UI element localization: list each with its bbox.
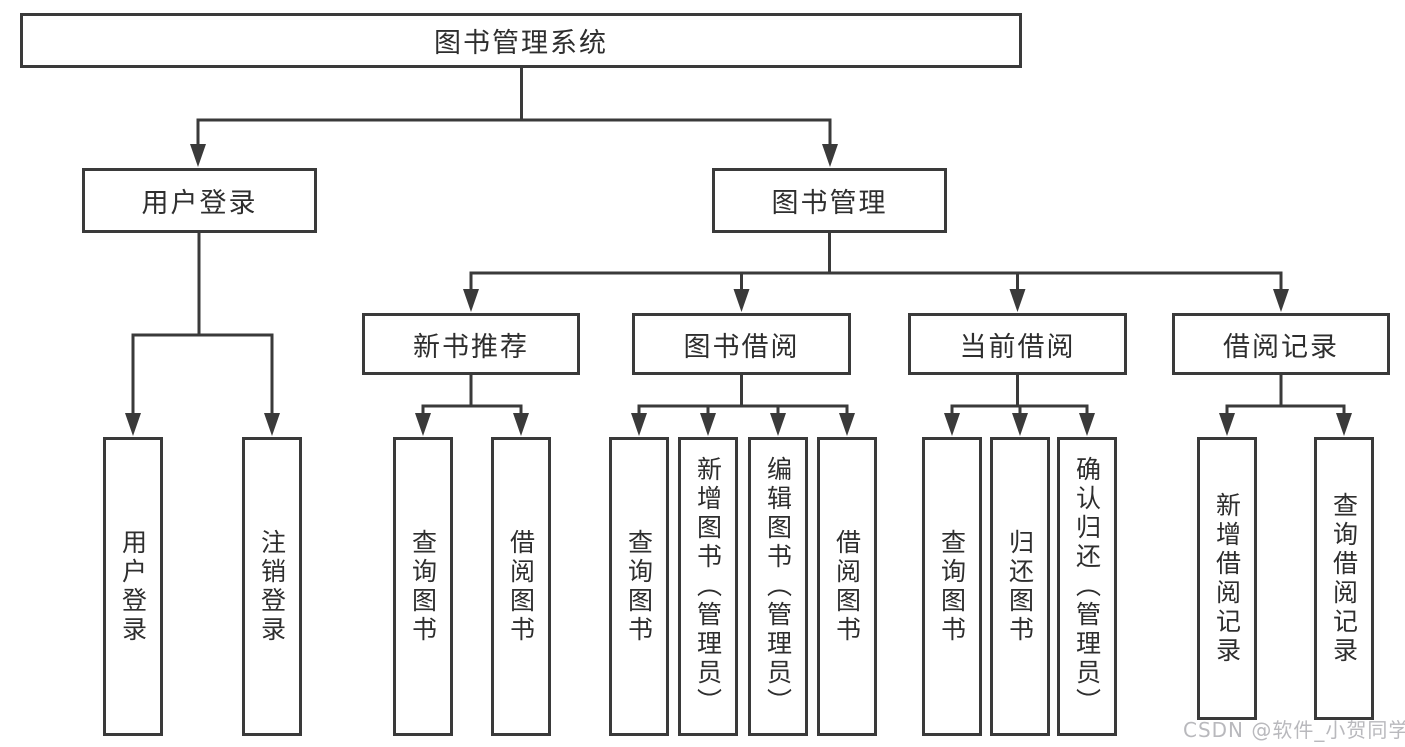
node-book-management-module: 图书管理	[712, 168, 947, 233]
node-return-book: 归还图书	[990, 437, 1050, 736]
edge-userlogin-to-leaves	[125, 233, 280, 436]
node-root-system-label: 图书管理系统	[434, 28, 608, 59]
node-query-borrow-record: 查询借阅记录	[1314, 437, 1374, 720]
node-borrow-books-action: 借阅图书	[817, 437, 877, 736]
node-confirm-return-admin-label: 确认归还（管理员）	[1072, 456, 1102, 717]
node-confirm-return-admin: 确认归还（管理员）	[1057, 437, 1117, 736]
node-query-books-newrec-label: 查询图书	[408, 528, 438, 645]
node-borrow-records-label: 借阅记录	[1223, 331, 1339, 363]
node-book-borrow-label: 图书借阅	[683, 331, 800, 363]
edge-bookmgmt-to-level3	[463, 233, 1289, 312]
node-borrow-records: 借阅记录	[1172, 313, 1390, 375]
node-book-management-module-label: 图书管理	[771, 188, 888, 219]
node-borrow-books-newrec-label: 借阅图书	[506, 528, 536, 645]
node-query-books-borrow-label: 查询图书	[624, 528, 654, 645]
node-book-borrow: 图书借阅	[632, 313, 851, 375]
edge-currentborrow-to-leaves	[944, 375, 1095, 436]
node-user-login-module-label: 用户登录	[141, 188, 258, 219]
node-add-borrow-record-label: 新增借阅记录	[1212, 491, 1242, 666]
node-new-book-recommend-label: 新书推荐	[413, 331, 529, 363]
edge-borrowrecords-to-leaves	[1219, 375, 1352, 436]
edge-root-to-level2	[190, 68, 838, 167]
node-query-borrow-record-label: 查询借阅记录	[1329, 491, 1359, 666]
node-edit-book-admin: 编辑图书（管理员）	[748, 437, 808, 736]
edge-newbookrec-to-leaves	[415, 375, 529, 436]
node-add-book-admin: 新增图书（管理员）	[678, 437, 738, 736]
node-user-login-module: 用户登录	[82, 168, 317, 233]
node-borrow-books-newrec: 借阅图书	[491, 437, 551, 736]
node-edit-book-admin-label: 编辑图书（管理员）	[763, 456, 793, 717]
node-query-books-current-label: 查询图书	[937, 528, 967, 645]
node-return-book-label: 归还图书	[1005, 528, 1035, 645]
node-query-books-current: 查询图书	[922, 437, 982, 736]
edge-bookborrow-to-leaves	[631, 375, 855, 436]
node-logout-action-label: 注销登录	[257, 528, 287, 645]
node-borrow-books-action-label: 借阅图书	[832, 528, 862, 645]
node-query-books-borrow: 查询图书	[609, 437, 669, 736]
node-current-borrow-label: 当前借阅	[959, 331, 1076, 363]
node-login-action-label: 用户登录	[118, 528, 148, 645]
node-new-book-recommend: 新书推荐	[362, 313, 580, 375]
node-add-borrow-record: 新增借阅记录	[1197, 437, 1257, 720]
node-add-book-admin-label: 新增图书（管理员）	[693, 456, 723, 717]
node-query-books-newrec: 查询图书	[393, 437, 453, 736]
node-current-borrow: 当前借阅	[908, 313, 1127, 375]
node-root-system: 图书管理系统	[20, 13, 1022, 68]
node-logout-action: 注销登录	[242, 437, 302, 736]
csdn-watermark: CSDN @软件_小贺同学	[1183, 718, 1405, 742]
node-login-action: 用户登录	[103, 437, 163, 736]
